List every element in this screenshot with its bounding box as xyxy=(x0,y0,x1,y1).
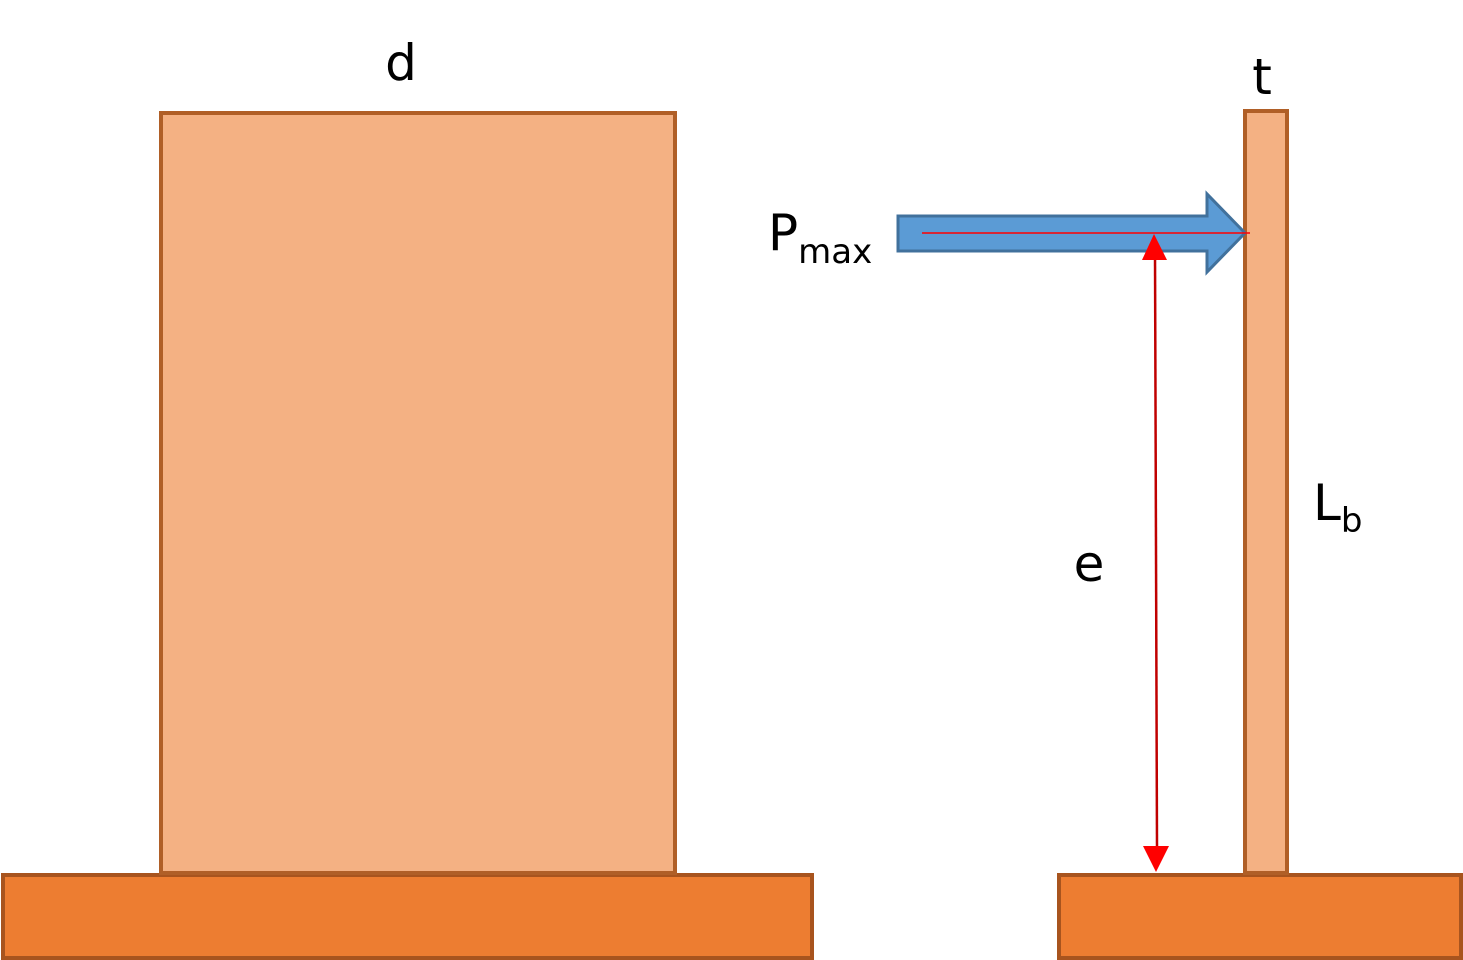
length-label: Lb xyxy=(1313,474,1362,541)
width-label: d xyxy=(385,34,417,92)
eccentricity-arrowhead-top-icon xyxy=(1142,234,1167,260)
right-base-plate xyxy=(1057,873,1463,960)
length-label-subscript: b xyxy=(1341,501,1363,541)
load-label-main: P xyxy=(768,204,798,262)
load-label-subscript: max xyxy=(798,232,872,272)
load-label: Pmax xyxy=(768,204,872,272)
eccentricity-dimension-line xyxy=(1153,251,1159,849)
right-panel-thin-edge xyxy=(1243,109,1289,875)
eccentricity-arrowhead-bottom-icon xyxy=(1143,846,1169,872)
thickness-label: t xyxy=(1252,48,1272,106)
left-panel-wide-face xyxy=(159,111,677,875)
length-label-main: L xyxy=(1313,474,1341,532)
left-base-plate xyxy=(1,873,814,960)
eccentricity-label: e xyxy=(1074,535,1105,593)
